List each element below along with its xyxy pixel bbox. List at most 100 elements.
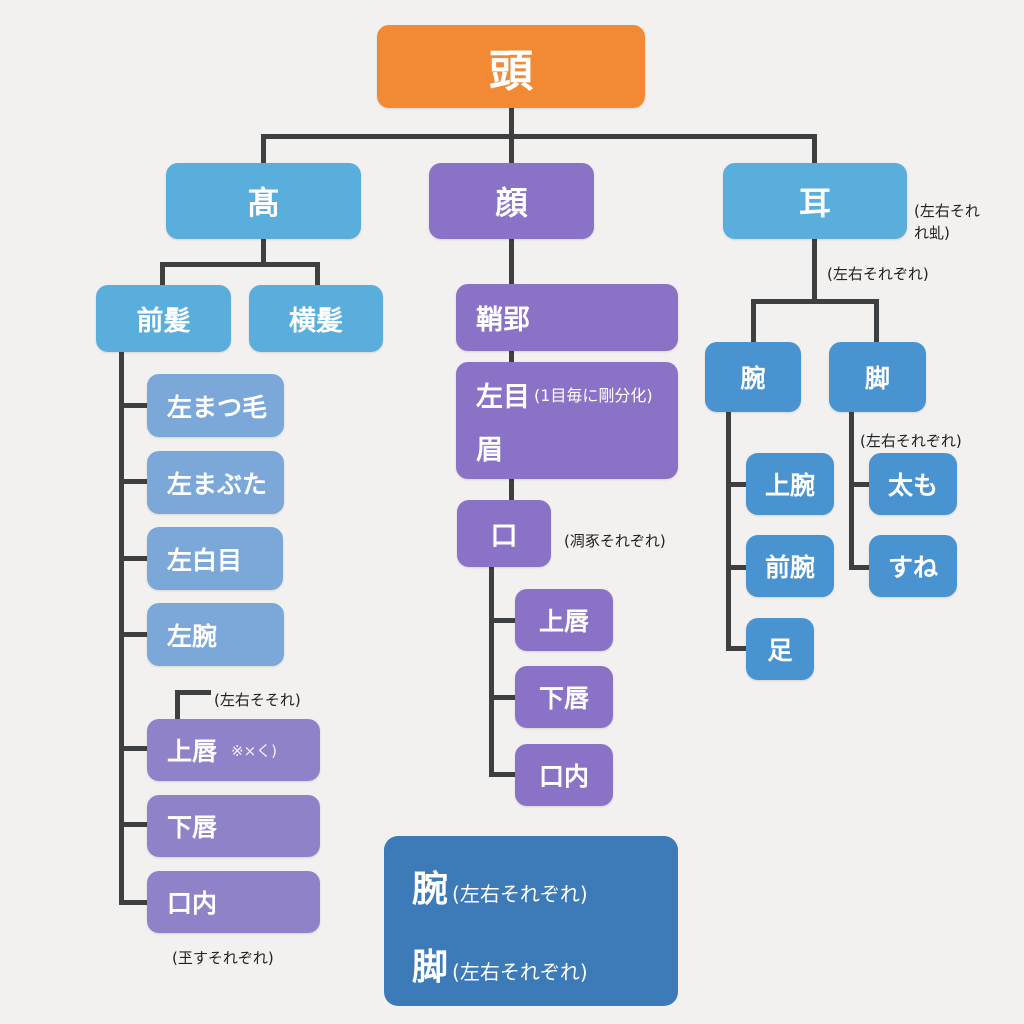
face-lower-lip-label: 下唇: [538, 684, 589, 713]
connector-hair-down: [261, 238, 266, 265]
bangs-label: 前髪: [136, 306, 191, 337]
node-lower-lip[interactable]: 下唇: [515, 666, 613, 728]
legend-arm-note: (左右それぞれ): [452, 882, 588, 906]
root-node-head[interactable]: 頭: [377, 25, 645, 108]
connector-mouth-spine: [489, 566, 494, 776]
connector-note-bracket-v: [175, 690, 180, 720]
node-leg[interactable]: 脚: [829, 342, 926, 412]
left-eyelid-label: 左まぶた: [167, 469, 268, 499]
node-upper-lip[interactable]: 上唇: [515, 589, 613, 651]
node-bangs[interactable]: 前髪: [96, 285, 231, 352]
brow-label: 眉: [476, 434, 503, 466]
connector-arm-tick-3: [726, 646, 748, 651]
node-left-eyelash[interactable]: 左まつ毛: [147, 374, 284, 437]
node-upper-arm[interactable]: 上腕: [746, 453, 834, 515]
legend-arm-label: 腕: [412, 869, 449, 910]
node-foot[interactable]: 足: [746, 618, 814, 680]
connector-note-bracket-h: [175, 690, 211, 695]
mouth-inside-label: 口内: [167, 889, 218, 918]
legend-row-leg: 脚 (左右それぞれ): [412, 938, 678, 990]
connector-to-leg: [874, 299, 879, 343]
node-lower-lip-left[interactable]: 下唇: [147, 795, 320, 857]
node-thigh[interactable]: 太も: [869, 453, 957, 515]
connector-ear-down: [812, 238, 817, 302]
legend-box: 腕 (左右それぞれ) 脚 (左右それぞれ): [384, 836, 678, 1006]
node-side-hair[interactable]: 横髪: [249, 285, 383, 352]
leg-note: (左右それぞれ): [860, 432, 962, 450]
connector-mouth-tick-3: [489, 772, 517, 777]
branch-node-ear[interactable]: 耳: [723, 163, 907, 239]
node-face-part-1[interactable]: 鞘郢: [456, 284, 678, 351]
connector-to-bangs: [160, 262, 165, 286]
branch-node-hair[interactable]: 髙: [166, 163, 361, 239]
legend-row-arm: 腕 (左右それぞれ): [412, 860, 678, 912]
node-left-eyelid[interactable]: 左まぶた: [147, 451, 284, 514]
thigh-label: 太も: [887, 471, 938, 500]
node-arm[interactable]: 腕: [705, 342, 801, 412]
root-label: 頭: [489, 45, 533, 97]
forearm-label: 前腕: [764, 553, 815, 582]
left-white-eye-label: 左白目: [167, 545, 243, 575]
left-eyelash-label: 左まつ毛: [167, 392, 268, 422]
lower-lip-label: 下唇: [167, 813, 218, 842]
node-shin[interactable]: すね: [869, 535, 957, 597]
leg-label: 脚: [864, 364, 890, 393]
mouth-note: (凋豖それぞれ): [564, 532, 666, 550]
mouth-label: 口: [490, 521, 518, 552]
left-eye-label: 左目: [476, 381, 530, 413]
node-forearm[interactable]: 前腕: [746, 535, 834, 597]
face-part-1-label: 鞘郢: [476, 305, 530, 336]
face-upper-lip-label: 上唇: [538, 607, 589, 636]
upper-lip-label: 上唇: [167, 737, 218, 766]
connector-arm-tick-2: [726, 565, 748, 570]
connector-face-down: [509, 238, 514, 286]
connector-spine-tick-6: [119, 822, 147, 827]
upper-arm-label: 上腕: [764, 471, 815, 500]
connector-to-ear: [812, 134, 817, 164]
upper-lip-suffix: ※×く): [231, 741, 278, 760]
node-left-arm[interactable]: 左腕: [147, 603, 284, 666]
side-hair-label: 横髪: [289, 306, 343, 337]
ear-label: 耳: [798, 184, 831, 222]
node-upper-lip-left[interactable]: 上唇 ※×く): [147, 719, 320, 781]
node-mouth-inside[interactable]: 口内: [515, 744, 613, 806]
connector-to-face: [509, 134, 514, 164]
legend-leg-label: 脚: [412, 947, 449, 988]
left-eye-suffix: (1目毎に剛分化): [534, 386, 653, 405]
hair-label: 髙: [247, 184, 280, 222]
face-mouth-inside-label: 口内: [538, 762, 589, 791]
face-label: 顔: [495, 184, 528, 222]
ear-side-note: (左右それ れ虬): [914, 202, 980, 242]
ear-below-note: (左右それぞれ): [827, 265, 929, 283]
upper-lip-note: (左右そそれ): [214, 691, 301, 709]
connector-spine-tick-4: [119, 632, 147, 637]
connector-face-to-mouth: [509, 478, 514, 502]
node-mouth-inside-left[interactable]: 口内: [147, 871, 320, 933]
connector-root-down: [509, 107, 514, 139]
connector-leg-tick-2: [849, 565, 871, 570]
connector-face-mid: [509, 350, 514, 364]
connector-leg-spine: [849, 410, 854, 570]
connector-to-hair: [261, 134, 266, 164]
branch-node-face[interactable]: 顔: [429, 163, 594, 239]
connector-spine-tick-1: [119, 403, 147, 408]
connector-to-sidehair: [315, 262, 320, 286]
connector-arm-spine: [726, 410, 731, 650]
foot-label: 足: [767, 636, 793, 665]
connector-spine-tick-7: [119, 900, 147, 905]
node-left-eye-brow[interactable]: 左目 (1目毎に剛分化) 眉: [456, 362, 678, 479]
connector-to-arm: [751, 299, 756, 343]
legend-leg-note: (左右それぞれ): [452, 960, 588, 984]
connector-spine-tick-3: [119, 556, 147, 561]
left-arm-label: 左腕: [167, 621, 218, 651]
connector-spine-tick-5: [119, 746, 147, 751]
connector-leg-tick-1: [849, 482, 871, 487]
connector-mouth-tick-1: [489, 618, 517, 623]
node-mouth[interactable]: 口: [457, 500, 551, 567]
connector-top-horizontal: [261, 134, 817, 139]
shin-label: すね: [887, 553, 938, 582]
connector-left-spine: [119, 350, 124, 905]
connector-arm-tick-1: [726, 482, 748, 487]
hair-footer-note: (玊すそれぞれ): [172, 949, 274, 967]
node-left-white-eye[interactable]: 左白目: [147, 527, 283, 590]
